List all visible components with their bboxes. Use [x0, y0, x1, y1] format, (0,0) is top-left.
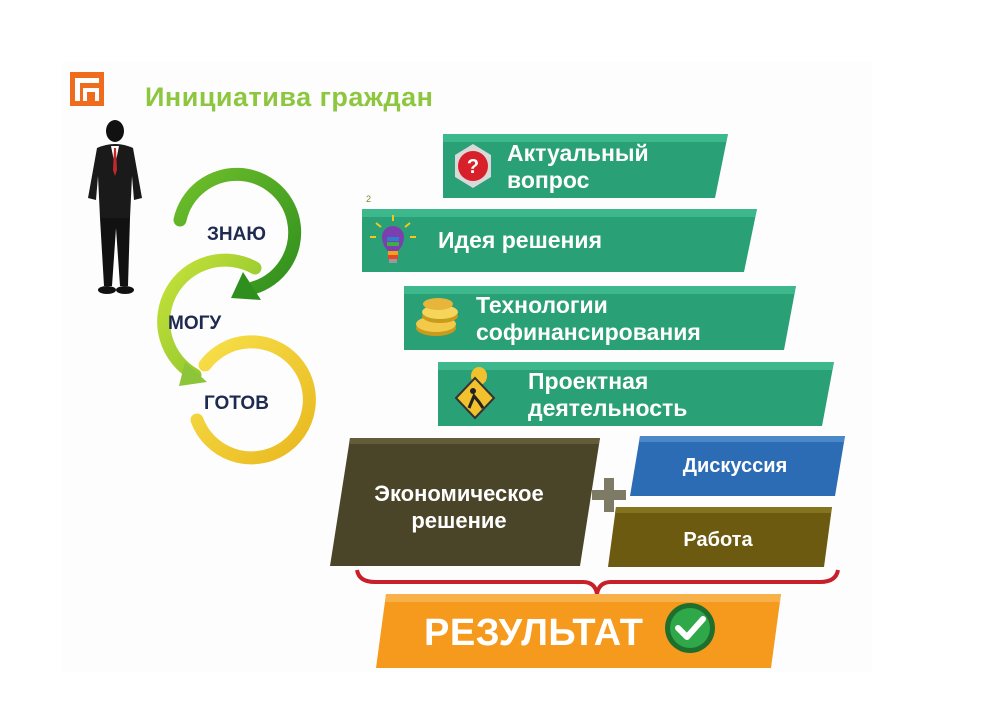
cycle-arrows-diagram — [157, 167, 316, 465]
economic-decision-background — [330, 438, 600, 566]
plus-icon — [592, 478, 626, 512]
economic-decision-block: Экономическое решение — [330, 438, 600, 566]
result-label: РЕЗУЛЬТАТ — [424, 612, 644, 654]
logo-icon — [70, 72, 104, 106]
work-label: Работа — [683, 529, 753, 551]
step-cofinancing: Технологии софинансирования — [404, 286, 796, 350]
curly-brace — [355, 569, 840, 595]
step-current-issue: ? Актуальный вопрос — [443, 134, 728, 198]
step-solution-idea-label: Идея решения — [438, 227, 602, 253]
step-background — [438, 362, 834, 426]
work-block: Работа — [608, 507, 832, 567]
svg-text:?: ? — [467, 156, 479, 178]
step-project-activity-line1: Проектная — [528, 368, 649, 394]
businessman-icon — [88, 120, 142, 294]
step-current-issue-line2: вопрос — [507, 167, 590, 193]
checkmark-icon — [665, 603, 715, 653]
lightbulb-icon — [370, 215, 416, 263]
step-project-activity: Проектная деятельность — [438, 362, 834, 426]
worker-sign-icon — [454, 367, 496, 420]
discussion-block: Дискуссия — [630, 436, 845, 496]
question-icon: ? — [455, 144, 491, 188]
slide-number: 2 — [366, 194, 372, 204]
discussion-background — [630, 436, 845, 496]
cycle-label-ready: ГОТОВ — [204, 393, 269, 414]
page-title: Инициатива граждан — [145, 82, 434, 112]
work-background — [608, 507, 832, 567]
step-cofinancing-line2: софинансирования — [476, 319, 701, 345]
step-background — [362, 209, 757, 272]
step-current-issue-line1: Актуальный — [507, 140, 649, 166]
cycle-label-know: ЗНАЮ — [207, 224, 266, 245]
step-cofinancing-line1: Технологии — [476, 292, 608, 318]
step-background — [443, 134, 728, 198]
step-project-activity-line2: деятельность — [528, 395, 688, 421]
cycle-label-can: МОГУ — [168, 313, 222, 334]
economic-decision-line1: Экономическое — [374, 481, 544, 506]
discussion-label: Дискуссия — [682, 455, 788, 477]
step-solution-idea: Идея решения — [362, 209, 757, 272]
step-background — [404, 286, 796, 350]
economic-decision-line2: решение — [411, 508, 507, 533]
coins-icon — [416, 298, 458, 336]
